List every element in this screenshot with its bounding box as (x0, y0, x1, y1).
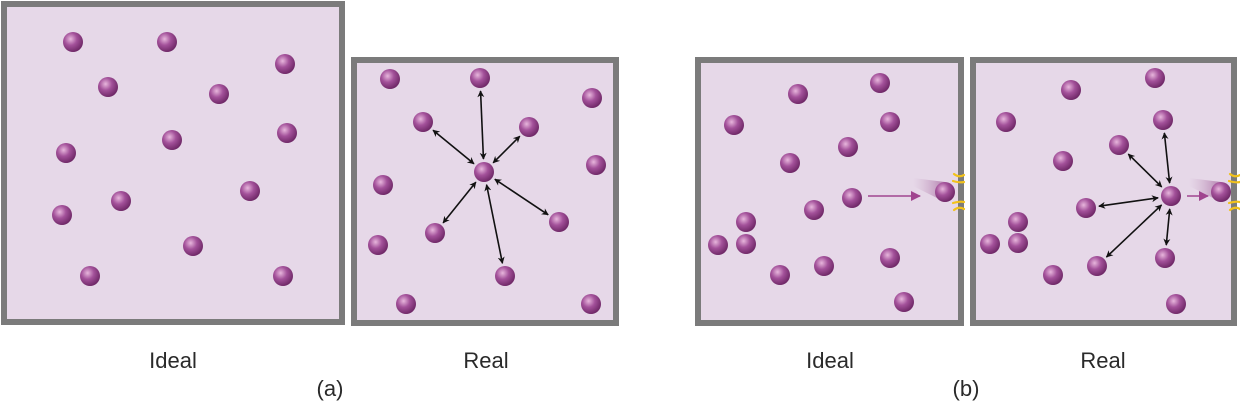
attraction-arrow (432, 129, 475, 165)
gas-molecule (880, 112, 900, 132)
container-box (970, 57, 1237, 326)
attraction-arrow (1161, 132, 1173, 184)
gas-molecule (708, 235, 728, 255)
gas-molecule (380, 69, 400, 89)
gas-molecule (842, 188, 862, 208)
panel-label-real-b: Real (1080, 348, 1125, 373)
gas-molecule (277, 123, 297, 143)
gas-molecule (183, 236, 203, 256)
gas-molecule (788, 84, 808, 104)
gas-molecule (935, 182, 955, 202)
gas-molecule (736, 234, 756, 254)
gas-molecule (209, 84, 229, 104)
gas-molecule (275, 54, 295, 74)
gas-molecule (1008, 233, 1028, 253)
panel-a-real (351, 57, 619, 326)
gas-molecule (894, 292, 914, 312)
attraction-arrow (442, 181, 477, 224)
gas-molecule (838, 137, 858, 157)
gas-molecule (582, 88, 602, 108)
gas-molecule (98, 77, 118, 97)
panel-label-ideal-a: Ideal (149, 348, 197, 373)
gas-molecule (1109, 135, 1129, 155)
gas-molecule (157, 32, 177, 52)
gas-molecule (1087, 256, 1107, 276)
molecule-group (368, 68, 606, 314)
caption-b: (b) (953, 376, 980, 401)
gas-molecule (724, 115, 744, 135)
panel-b-ideal (695, 57, 966, 326)
gas-molecule (162, 130, 182, 150)
gas-molecule (1145, 68, 1165, 88)
gas-molecule (240, 181, 260, 201)
container-box (351, 57, 619, 326)
gas-molecule (111, 191, 131, 211)
gas-molecule (413, 112, 433, 132)
gas-molecule (549, 212, 569, 232)
attraction-arrow (1163, 208, 1173, 246)
gas-molecule (52, 205, 72, 225)
gas-molecule (1076, 198, 1096, 218)
gas-molecule (581, 294, 601, 314)
panel-label-real-a: Real (463, 348, 508, 373)
attraction-arrow (1105, 204, 1163, 258)
gas-molecule (1153, 110, 1173, 130)
gas-molecule (396, 294, 416, 314)
gas-molecule (1211, 182, 1231, 202)
gas-molecule (425, 223, 445, 243)
molecule-group (52, 32, 297, 286)
gas-molecule (368, 235, 388, 255)
gas-molecule (1053, 151, 1073, 171)
gas-molecule (474, 162, 494, 182)
attraction-arrows (1098, 132, 1173, 258)
panel-a-ideal (1, 1, 345, 325)
container-box (695, 57, 964, 326)
gas-molecule (56, 143, 76, 163)
gas-molecule (1061, 80, 1081, 100)
caption-a: (a) (317, 376, 344, 401)
molecule-group (980, 68, 1231, 314)
gas-molecule (780, 153, 800, 173)
gas-molecule (586, 155, 606, 175)
gas-molecule (1008, 212, 1028, 232)
gas-molecule (880, 248, 900, 268)
gas-molecule (519, 117, 539, 137)
gas-molecule (980, 234, 1000, 254)
gas-molecule (736, 212, 756, 232)
panel-label-ideal-b: Ideal (806, 348, 854, 373)
gas-molecule (80, 266, 100, 286)
attraction-arrow (492, 135, 521, 164)
impact-burst (951, 172, 966, 212)
gas-molecule (63, 32, 83, 52)
gas-molecule (470, 68, 490, 88)
molecule-group (708, 73, 955, 312)
gas-molecule (1161, 186, 1181, 206)
gas-molecule (1166, 294, 1186, 314)
gas-molecule (373, 175, 393, 195)
gas-molecule (1155, 248, 1175, 268)
gas-molecule (770, 265, 790, 285)
gas-molecule (870, 73, 890, 93)
gas-molecule (996, 112, 1016, 132)
attraction-arrow (1127, 153, 1163, 188)
gas-molecule (1043, 265, 1063, 285)
panel-b-real (970, 57, 1240, 326)
attraction-arrows (432, 90, 549, 264)
impact-burst (1227, 172, 1240, 212)
gas-molecule (495, 266, 515, 286)
attraction-arrow (477, 90, 487, 160)
gas-molecule (804, 200, 824, 220)
gas-molecule (814, 256, 834, 276)
gas-molecule (273, 266, 293, 286)
attraction-arrow (484, 184, 505, 264)
